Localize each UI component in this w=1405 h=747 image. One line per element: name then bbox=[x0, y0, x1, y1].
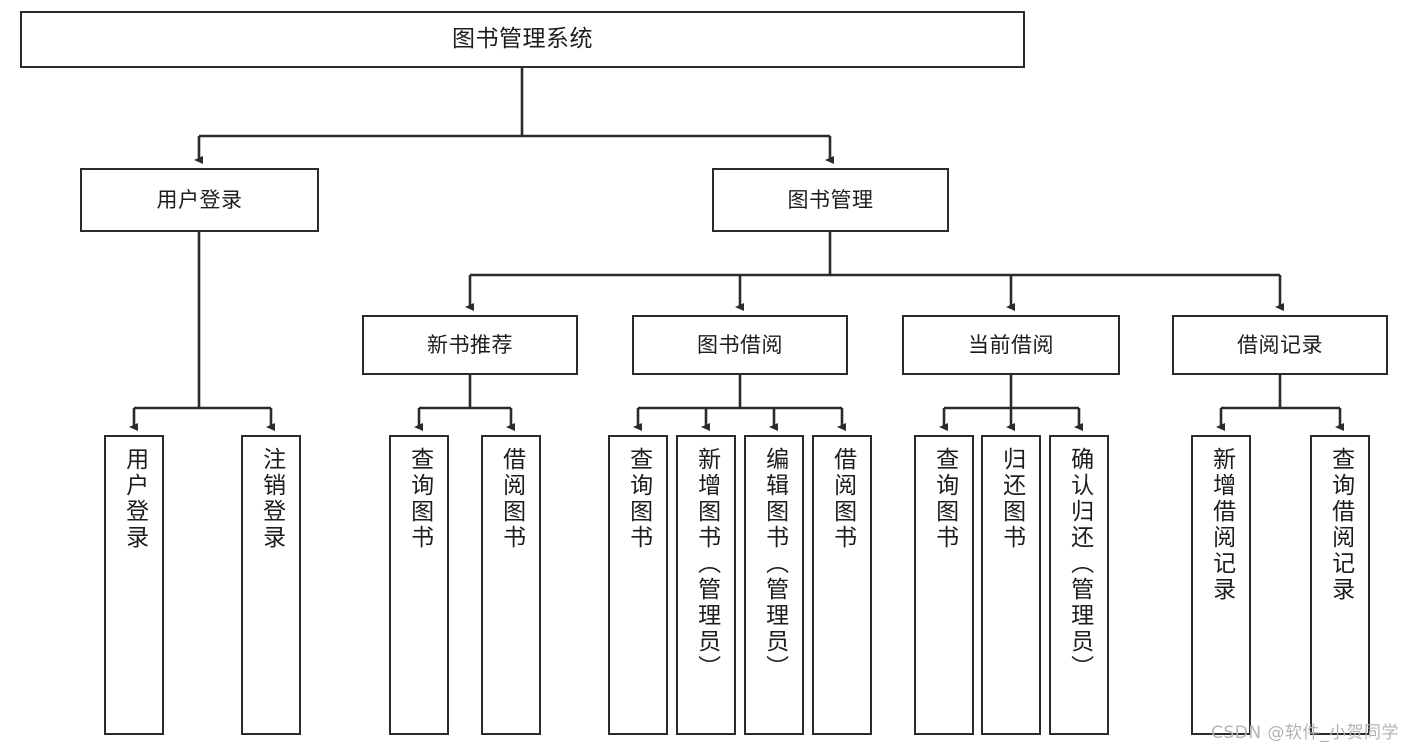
node-label: 查询图书 bbox=[625, 447, 652, 551]
leaf-query-book-borrow[interactable]: 查询图书 bbox=[608, 435, 668, 735]
node-label: 注销登录 bbox=[258, 447, 285, 551]
csdn-watermark: CSDN @软件_小贺同学 bbox=[1211, 723, 1399, 743]
node-label: 查询图书 bbox=[931, 447, 958, 551]
node-book-management[interactable]: 图书管理 bbox=[712, 168, 949, 232]
node-label: 新增借阅记录 bbox=[1208, 447, 1235, 603]
node-label: 图书借阅 bbox=[697, 332, 783, 357]
node-label: 归还图书 bbox=[998, 447, 1025, 551]
node-label: 借阅记录 bbox=[1237, 332, 1323, 357]
node-label: 新增图书（管理员） bbox=[693, 447, 720, 681]
node-borrow-record[interactable]: 借阅记录 bbox=[1172, 315, 1388, 375]
leaf-query-borrow-record[interactable]: 查询借阅记录 bbox=[1310, 435, 1370, 735]
node-label: 查询借阅记录 bbox=[1327, 447, 1354, 603]
node-new-book-recommend[interactable]: 新书推荐 bbox=[362, 315, 578, 375]
leaf-add-book-admin[interactable]: 新增图书（管理员） bbox=[676, 435, 736, 735]
node-label: 新书推荐 bbox=[427, 332, 513, 357]
node-root-book-management-system[interactable]: 图书管理系统 bbox=[20, 11, 1025, 68]
node-label: 图书管理 bbox=[787, 187, 874, 212]
node-book-borrow[interactable]: 图书借阅 bbox=[632, 315, 848, 375]
leaf-borrow-book[interactable]: 借阅图书 bbox=[812, 435, 872, 735]
node-label: 当前借阅 bbox=[968, 332, 1054, 357]
node-label: 借阅图书 bbox=[498, 447, 525, 551]
leaf-edit-book-admin[interactable]: 编辑图书（管理员） bbox=[744, 435, 804, 735]
leaf-user-login[interactable]: 用户登录 bbox=[104, 435, 164, 735]
leaf-confirm-return-admin[interactable]: 确认归还（管理员） bbox=[1049, 435, 1109, 735]
node-current-borrow[interactable]: 当前借阅 bbox=[902, 315, 1120, 375]
leaf-query-book-current[interactable]: 查询图书 bbox=[914, 435, 974, 735]
leaf-add-borrow-record[interactable]: 新增借阅记录 bbox=[1191, 435, 1251, 735]
node-label: 查询图书 bbox=[406, 447, 433, 551]
leaf-logout[interactable]: 注销登录 bbox=[241, 435, 301, 735]
leaf-return-book[interactable]: 归还图书 bbox=[981, 435, 1041, 735]
leaf-borrow-book-new-recommend[interactable]: 借阅图书 bbox=[481, 435, 541, 735]
node-label: 图书管理系统 bbox=[452, 25, 593, 52]
node-label: 编辑图书（管理员） bbox=[761, 447, 788, 681]
node-label: 确认归还（管理员） bbox=[1066, 447, 1093, 681]
node-user-login[interactable]: 用户登录 bbox=[80, 168, 319, 232]
leaf-query-book-new-recommend[interactable]: 查询图书 bbox=[389, 435, 449, 735]
node-label: 用户登录 bbox=[121, 447, 148, 551]
node-label: 借阅图书 bbox=[829, 447, 856, 551]
node-label: 用户登录 bbox=[156, 187, 243, 212]
